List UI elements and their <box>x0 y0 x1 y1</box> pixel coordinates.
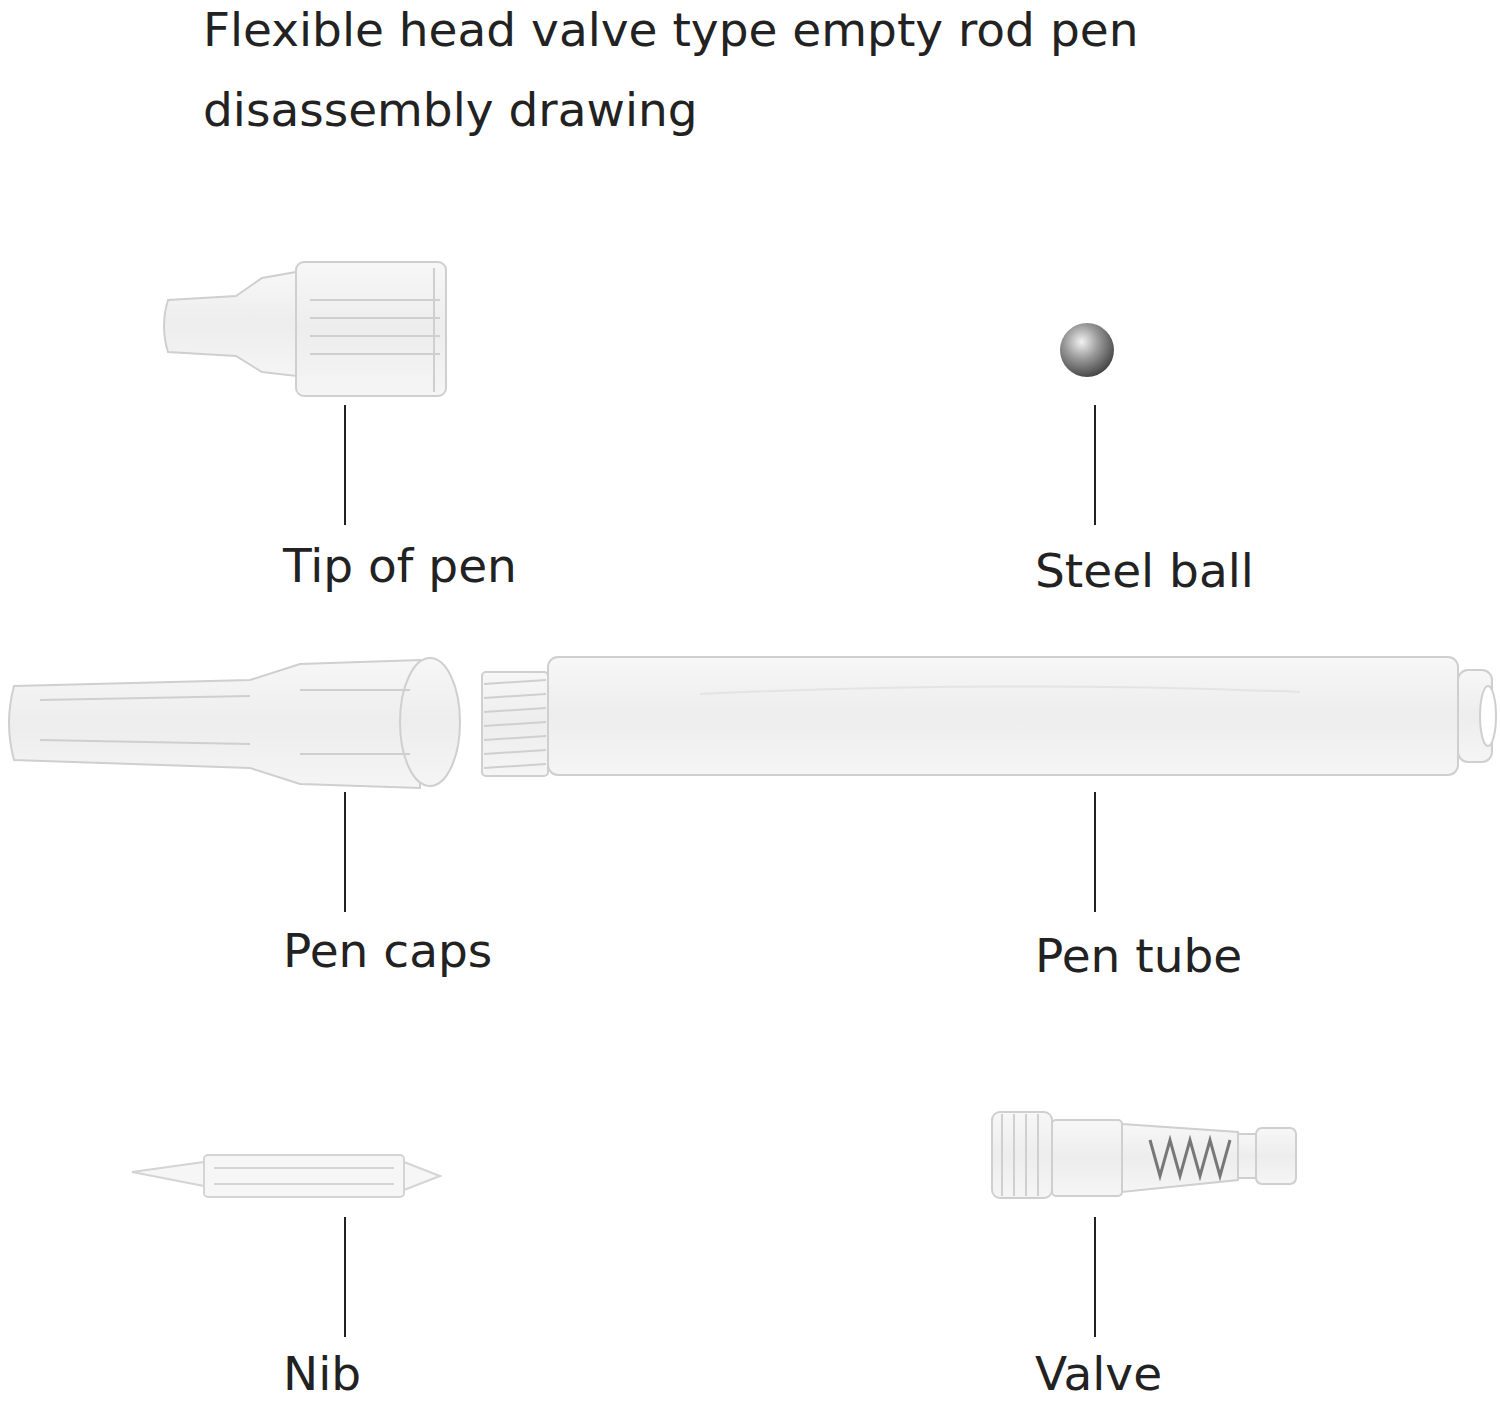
part-label: Tip of pen <box>283 538 517 594</box>
nib-drawing <box>132 1155 440 1197</box>
part-label: Pen tube <box>1035 928 1242 984</box>
part-label: Pen caps <box>283 923 492 979</box>
pen-tip-drawing <box>164 262 446 396</box>
pen-tube-drawing <box>482 657 1496 776</box>
pen-cap-drawing <box>9 658 460 788</box>
part-label: Nib <box>283 1346 361 1402</box>
part-label: Valve <box>1035 1346 1162 1402</box>
part-label: Steel ball <box>1035 543 1254 599</box>
diagram-title: Flexible head valve type empty rod pen d… <box>203 0 1283 150</box>
valve-drawing <box>992 1112 1296 1198</box>
steel-ball-drawing <box>1060 323 1114 377</box>
